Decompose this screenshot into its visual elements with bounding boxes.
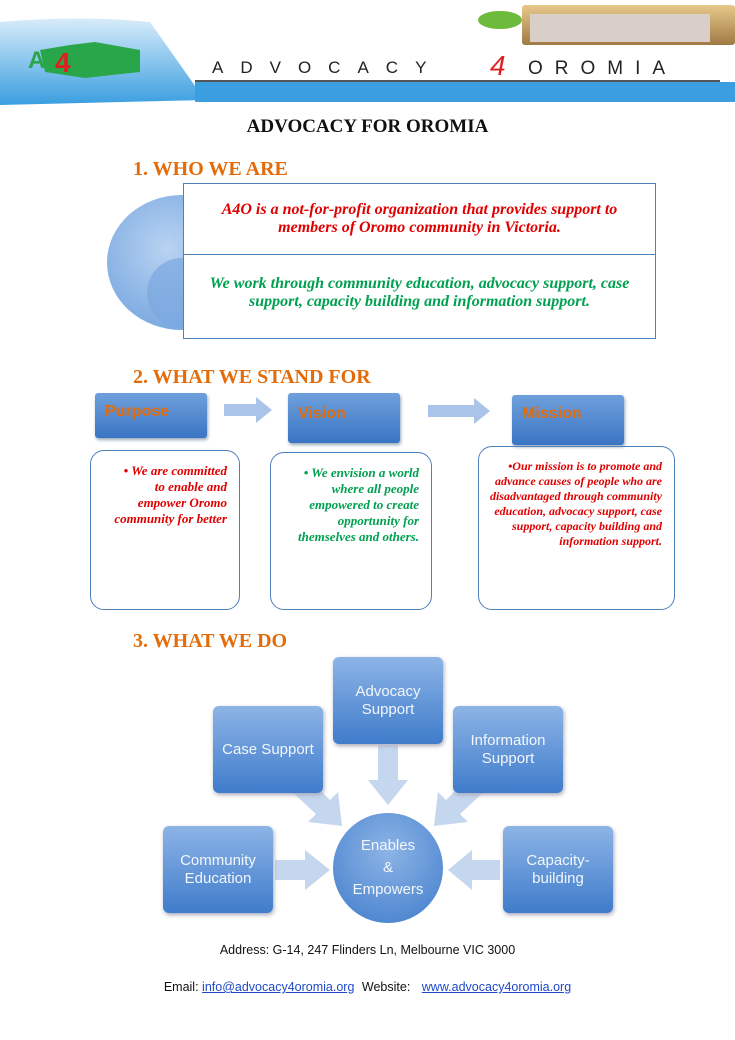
arrow-right-icon xyxy=(275,850,330,890)
arrow-right-icon xyxy=(428,398,490,424)
vision-card: • We envision a world where all people e… xyxy=(270,452,432,610)
mission-label: Mission xyxy=(512,395,624,445)
node-enables-empowers: Enables & Empowers xyxy=(333,813,443,923)
purpose-label: Purpose xyxy=(95,393,207,438)
banner-advocacy: ADVOCACY xyxy=(212,58,444,77)
who-line-2: We work through community education, adv… xyxy=(209,275,630,310)
section-heading-stand: 2. WHAT WE STAND FOR xyxy=(133,366,371,388)
arrow-right-icon xyxy=(224,397,272,423)
arrow-left-icon xyxy=(448,850,500,890)
banner-4: 4 xyxy=(490,50,506,81)
node-community-education: Community Education xyxy=(163,826,273,913)
node-advocacy-support: Advocacy Support xyxy=(333,657,443,744)
banner-oromia: OROMIA xyxy=(528,58,678,79)
logo-a: A xyxy=(28,47,45,74)
document-title: ADVOCACY FOR OROMIA xyxy=(246,116,489,137)
contact-line: Email: info@advocacy4oromia.org Website:… xyxy=(0,980,735,994)
svg-text:4: 4 xyxy=(55,47,71,78)
website-label: Website: xyxy=(361,980,411,994)
vision-label: Vision xyxy=(288,393,400,443)
center-line-3: Empowers xyxy=(352,881,424,898)
node-case-support: Case Support xyxy=(213,706,323,793)
mission-card: •Our mission is to promote and advance c… xyxy=(478,446,675,610)
address: Address: G-14, 247 Flinders Ln, Melbourn… xyxy=(219,943,516,957)
divider xyxy=(184,254,655,255)
purpose-card: • We are committed to enable and empower… xyxy=(90,450,240,610)
header-banner: A 4 xyxy=(0,5,735,105)
email-link[interactable]: info@advocacy4oromia.org xyxy=(202,980,355,994)
website-link[interactable]: www.advocacy4oromia.org xyxy=(421,980,572,994)
center-line-1: Enables xyxy=(360,837,416,854)
arrow-down-icon xyxy=(368,745,408,805)
email-label: Email: xyxy=(163,980,199,994)
who-line-1: A4O is a not-for-profit organization tha… xyxy=(221,201,618,236)
section-heading-do: 3. WHAT WE DO xyxy=(133,630,288,652)
section-heading-who: 1. WHO WE ARE xyxy=(133,158,288,180)
node-information-support: Information Support xyxy=(453,706,563,793)
who-we-are-box: A4O is a not-for-profit organization tha… xyxy=(183,183,656,339)
center-line-2: & xyxy=(382,859,393,876)
node-capacity-building: Capacity-building xyxy=(503,826,613,913)
